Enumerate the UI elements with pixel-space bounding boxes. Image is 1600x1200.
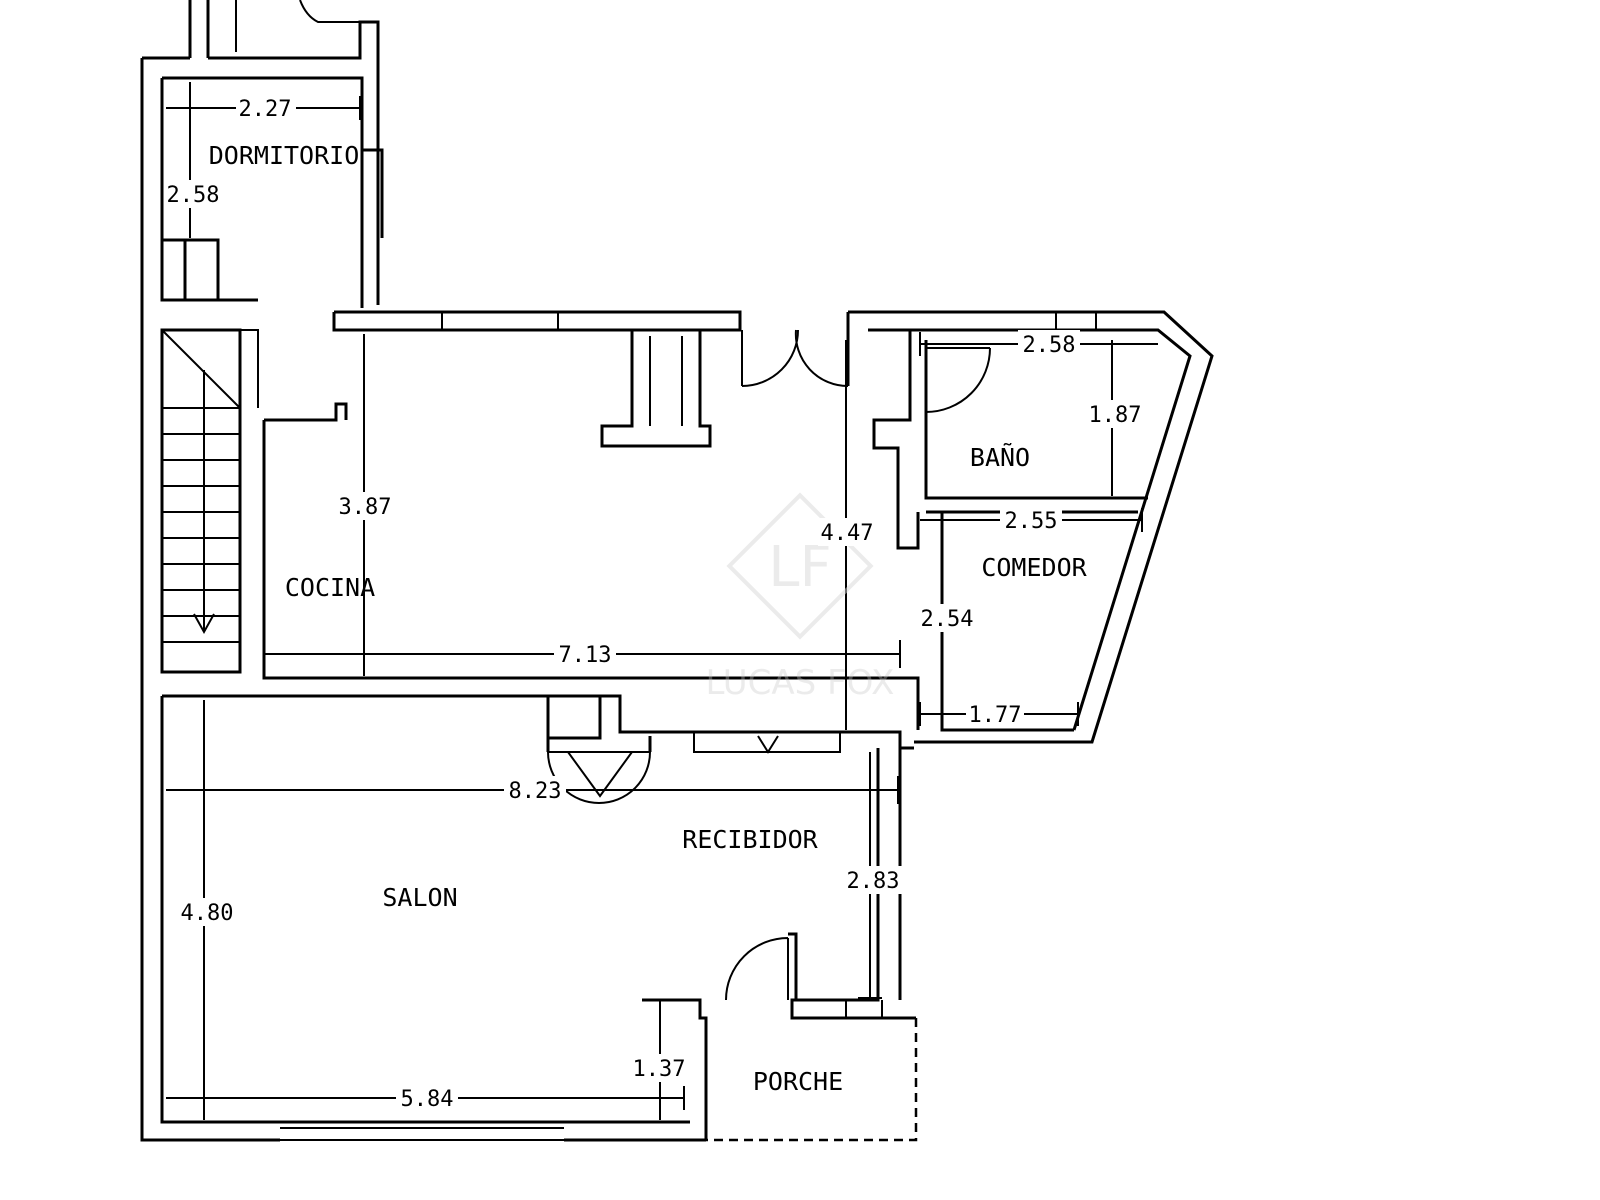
room-labels: DORMITORIO BAÑO COMEDOR COCINA RECIBIDOR… [209,141,1088,1096]
dimension-labels: 2.27 2.58 2.58 1.87 2.55 2.54 1.77 3.87 … [164,94,1144,1112]
dim-cocina-depth: 3.87 [339,495,392,520]
kitchen-double-door [741,329,799,387]
bath-door [925,347,991,413]
dim-porche-step: 1.37 [633,1057,686,1082]
outer-left-wall [140,56,280,1142]
dim-salon-width: 8.23 [509,779,562,804]
room-label-recibidor: RECIBIDOR [682,825,818,854]
entrance-door [725,937,789,1001]
dim-comedor-width: 2.55 [1005,509,1058,534]
dim-salon-bottom-width: 5.84 [401,1087,454,1112]
kitchen-column [600,330,712,448]
kitchen-left-wall [262,420,900,680]
room-label-porche: PORCHE [753,1067,843,1096]
bath-outer-wall [846,310,1214,744]
room-label-dormitorio: DORMITORIO [209,141,360,170]
staircase [160,328,259,674]
dim-kitchen-depth: 4.47 [821,521,874,546]
room-label-bano: BAÑO [970,442,1030,472]
porche-dashed-edge [706,1018,918,1142]
dim-comedor-depth: 2.54 [921,607,974,632]
dim-salon-depth: 4.80 [181,901,234,926]
dim-dormitorio-width: 2.27 [239,97,292,122]
dim-kitchen-width: 7.13 [559,643,612,668]
watermark-brand: LUCAS FOX [706,663,895,703]
room-label-comedor: COMEDOR [981,553,1087,582]
room-label-cocina: COCINA [285,573,375,602]
room-label-salon: SALON [382,883,457,912]
spiral-stair [546,736,652,804]
porche-wall [642,998,708,1140]
dim-bano-width: 2.58 [1023,333,1076,358]
dim-comedor-bottom: 1.77 [969,703,1022,728]
dormitorio-wall [162,76,364,308]
dim-recibidor-depth: 2.83 [847,869,900,894]
kitchen-top-wall [332,310,742,332]
dim-bano-depth: 1.87 [1089,403,1142,428]
dim-dormitorio-depth: 2.58 [167,183,220,208]
closet [546,694,602,740]
